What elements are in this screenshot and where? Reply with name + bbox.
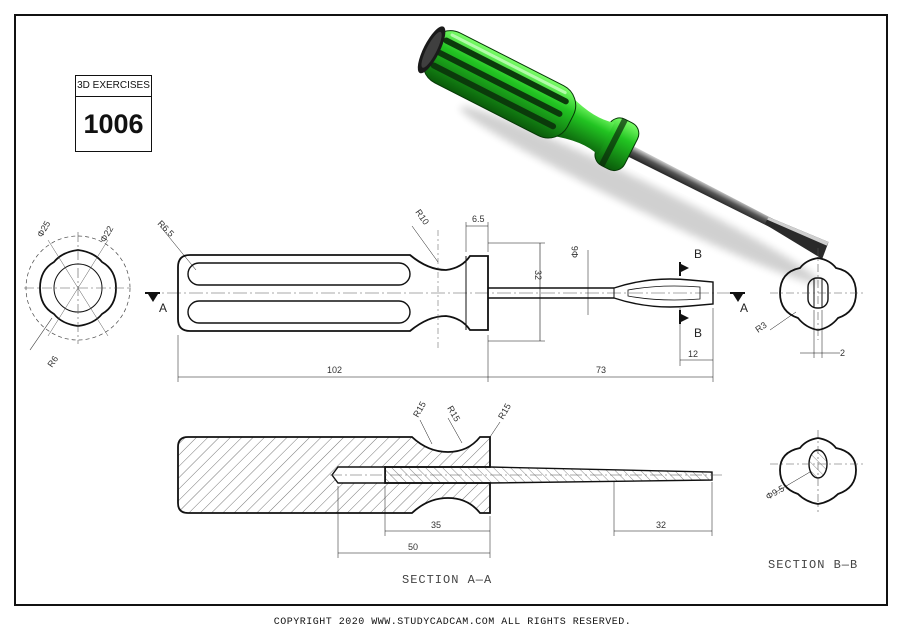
dim-r15-b: R15 (445, 404, 462, 423)
cut-label-b-top: B (694, 247, 702, 261)
drawing-border (14, 14, 888, 606)
copyright-footer: COPYRIGHT 2020 WWW.STUDYCADCAM.COM ALL R… (273, 617, 632, 628)
front-view (145, 222, 745, 382)
section-aa-label: SECTION A—A (402, 573, 492, 587)
screwdriver-render (417, 26, 829, 284)
section-arrow-b-bottom (681, 314, 689, 322)
section-arrow-a-right (733, 294, 743, 302)
section-arrow-b-top (681, 264, 689, 272)
title-block: 3D EXERCISES 1006 (75, 75, 152, 152)
end-view-right (769, 248, 866, 358)
dim-w12: 12 (688, 349, 698, 359)
dim-l73: 73 (596, 365, 606, 375)
cut-label-a-right: A (740, 301, 748, 315)
dim-w2: 2 (840, 348, 845, 358)
dim-h32: 32 (533, 270, 543, 280)
end-view-left (24, 232, 132, 351)
dim-l50: 50 (408, 542, 418, 552)
section-b-b (770, 430, 866, 512)
dim-d6: Φ6 (570, 246, 580, 258)
dim-r65: R6.5 (156, 218, 177, 239)
section-a-a (177, 417, 722, 558)
dim-w65: 6.5 (472, 214, 485, 224)
dim-d95: Φ9.5 (764, 483, 786, 502)
dim-l35: 35 (431, 520, 441, 530)
cut-label-b-bottom: B (694, 326, 702, 340)
dim-r3: R3 (753, 320, 768, 335)
title-block-label: 3D EXERCISES (76, 76, 151, 97)
dim-r10: R10 (413, 207, 431, 226)
dim-l102: 102 (327, 365, 342, 375)
dim-d22: Φ22 (98, 224, 115, 244)
cut-label-a-left: A (159, 301, 167, 315)
section-bb-label: SECTION B—B (768, 558, 858, 572)
dim-r15-c: R15 (496, 402, 513, 421)
dim-r6-end: R6 (45, 354, 60, 369)
dim-r15-a: R15 (411, 400, 428, 419)
exercise-number: 1006 (83, 109, 144, 139)
dim-l32: 32 (656, 520, 666, 530)
dim-d25: Φ25 (35, 219, 52, 239)
section-arrow-a-left (148, 294, 158, 302)
